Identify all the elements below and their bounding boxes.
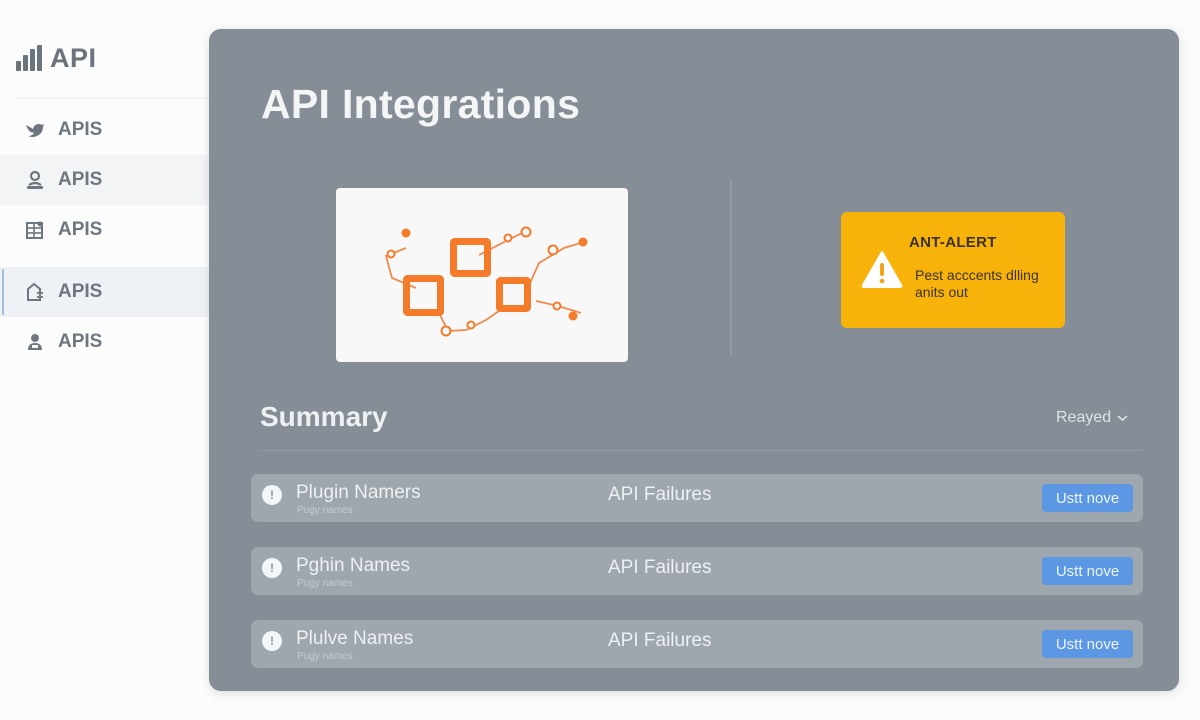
alert-message: Pest acccents dlling anits out: [915, 267, 1039, 300]
sidebar-item-label: APIS: [58, 281, 103, 302]
brand-label: API: [50, 42, 97, 73]
table-row[interactable]: ! Plulve Names Pugy names API Failures U…: [251, 620, 1143, 668]
user-icon: [24, 331, 46, 353]
table-row[interactable]: ! Plugin Namers Pugy names API Failures …: [251, 474, 1143, 522]
sidebar-divider: [14, 98, 210, 99]
sidebar-item-label: APIS: [58, 331, 103, 352]
row-status: API Failures: [608, 484, 712, 505]
sidebar-item-label: APIS: [58, 219, 103, 240]
chevron-down-icon: [1117, 415, 1128, 422]
section-divider: [730, 179, 732, 355]
user-badge-icon: [24, 169, 46, 191]
page-title: API Integrations: [261, 81, 581, 127]
sidebar-item-2[interactable]: APIS: [0, 155, 210, 205]
summary-divider: [260, 450, 1142, 451]
warning-triangle-icon: [861, 251, 903, 288]
sidebar-item-4[interactable]: APIS: [0, 267, 210, 317]
plugin-name: Plugin Namers: [296, 482, 421, 503]
plugin-name: Pghin Names: [296, 555, 411, 576]
info-icon: !: [262, 558, 282, 578]
row-status: API Failures: [608, 630, 712, 651]
plugin-subtitle: Pugy names: [297, 505, 353, 516]
plugin-subtitle: Pugy names: [297, 578, 353, 589]
sidebar-item-label: APIS: [58, 169, 103, 190]
sort-selected-value: Reayed: [1056, 409, 1112, 426]
main-panel: API Integrations: [209, 29, 1179, 691]
row-action-button[interactable]: Ustt nove: [1042, 484, 1133, 512]
integration-network-icon: [384, 226, 588, 337]
row-status: API Failures: [608, 557, 712, 578]
sort-dropdown[interactable]: Reayed: [1056, 409, 1128, 427]
table-row[interactable]: ! Pghin Names Pugy names API Failures Us…: [251, 547, 1143, 595]
summary-title: Summary: [260, 401, 388, 432]
grid-document-icon: [24, 219, 46, 241]
sidebar-nav: APIS APIS APIS APIS APIS: [0, 105, 210, 367]
sidebar-item-label: APIS: [58, 119, 103, 140]
alert-title: ANT-ALERT: [909, 234, 997, 251]
row-action-button[interactable]: Ustt nove: [1042, 557, 1133, 585]
twitter-bird-icon: [24, 119, 46, 141]
plugin-name: Plulve Names: [296, 628, 414, 649]
brand[interactable]: API: [16, 40, 97, 76]
sidebar-item-1[interactable]: APIS: [0, 105, 210, 155]
row-action-button[interactable]: Ustt nove: [1042, 630, 1133, 658]
plugin-subtitle: Pugy names: [297, 651, 353, 662]
info-icon: !: [262, 485, 282, 505]
bar-chart-icon: [16, 45, 42, 71]
sidebar-item-3[interactable]: APIS: [0, 205, 210, 255]
sidebar-item-5[interactable]: APIS: [0, 317, 210, 367]
building-icon: [24, 281, 46, 303]
sidebar: API APIS APIS APIS APIS: [0, 0, 210, 720]
info-icon: !: [262, 631, 282, 651]
integration-diagram-card: [336, 188, 628, 362]
alert-card: ANT-ALERT Pest acccents dlling anits out: [841, 212, 1065, 328]
